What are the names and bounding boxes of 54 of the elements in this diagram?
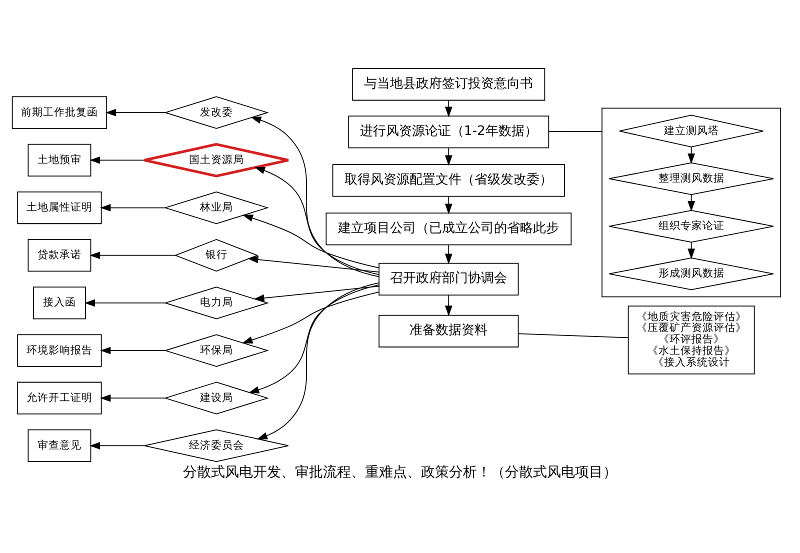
node-box: 取得风资源配置文件（省级发改委） bbox=[332, 164, 565, 197]
arrow bbox=[105, 108, 166, 116]
node-box: 环境影响报告 bbox=[17, 334, 102, 367]
arrow bbox=[688, 242, 696, 260]
node-diamond: 环保局 bbox=[164, 334, 269, 367]
arrow bbox=[444, 148, 452, 166]
node-box: 接入函 bbox=[33, 286, 86, 320]
arrow bbox=[84, 299, 166, 307]
connector bbox=[548, 130, 602, 132]
arrow bbox=[444, 100, 452, 118]
connector bbox=[518, 333, 629, 338]
node-box: 建立项目公司（已成立公司的省略此步 bbox=[326, 212, 572, 246]
arrow bbox=[254, 166, 380, 275]
node-box: 《地质灾害危险评估》 《压覆矿产资源评估》 《环评报告》 《水土保持报告》 《接入系统设计 bbox=[628, 306, 755, 374]
node-diamond: 经济委员会 bbox=[144, 429, 289, 462]
node-box: 贷款承诺 bbox=[28, 239, 92, 272]
arrow bbox=[90, 156, 145, 164]
node-diamond: 发改委 bbox=[164, 96, 269, 129]
node-box: 前期工作批复函 bbox=[12, 96, 108, 129]
arrow bbox=[90, 442, 145, 450]
arrow bbox=[444, 244, 452, 264]
arrow bbox=[242, 214, 380, 268]
cluster bbox=[602, 108, 782, 298]
arrow bbox=[248, 284, 380, 394]
arrow bbox=[688, 146, 696, 164]
node-box: 允许开工证明 bbox=[17, 382, 102, 414]
arrow bbox=[444, 196, 452, 214]
node-diamond: 组织专家论证 bbox=[608, 210, 774, 243]
node-box: 准备数据资料 bbox=[378, 314, 519, 348]
node-diamond: 整理测风数据 bbox=[608, 162, 774, 195]
arrow bbox=[250, 116, 380, 278]
arrow bbox=[444, 294, 452, 316]
node-box: 召开政府部门协调会 bbox=[378, 262, 519, 296]
arrow bbox=[100, 346, 166, 354]
node-box: 与当地县政府签订投资意向书 bbox=[352, 68, 546, 101]
arrow bbox=[254, 286, 380, 302]
arrow bbox=[256, 282, 380, 440]
node-box: 土地预审 bbox=[28, 144, 92, 176]
arrow bbox=[688, 194, 696, 212]
node-box: 进行风资源论证（1-2年数据） bbox=[348, 116, 550, 148]
arrow bbox=[242, 292, 380, 344]
caption: 分散式风电开发、审批流程、重难点、政策分析！（分散式风电项目） bbox=[182, 464, 617, 480]
node-diamond: 形成测风数据 bbox=[608, 258, 774, 290]
arrow bbox=[100, 204, 166, 212]
arrow bbox=[248, 256, 380, 272]
node-diamond: 建设局 bbox=[164, 382, 269, 414]
node-diamond: 建立测风塔 bbox=[618, 114, 764, 148]
node-diamond: 林业局 bbox=[164, 191, 269, 224]
arrow bbox=[90, 252, 176, 260]
node-diamond: 电力局 bbox=[164, 286, 269, 320]
node-box: 土地属性证明 bbox=[17, 191, 102, 224]
node-box: 审查意见 bbox=[28, 429, 92, 462]
arrow bbox=[100, 394, 166, 402]
node-diamond: 国土资源局 bbox=[143, 142, 290, 178]
